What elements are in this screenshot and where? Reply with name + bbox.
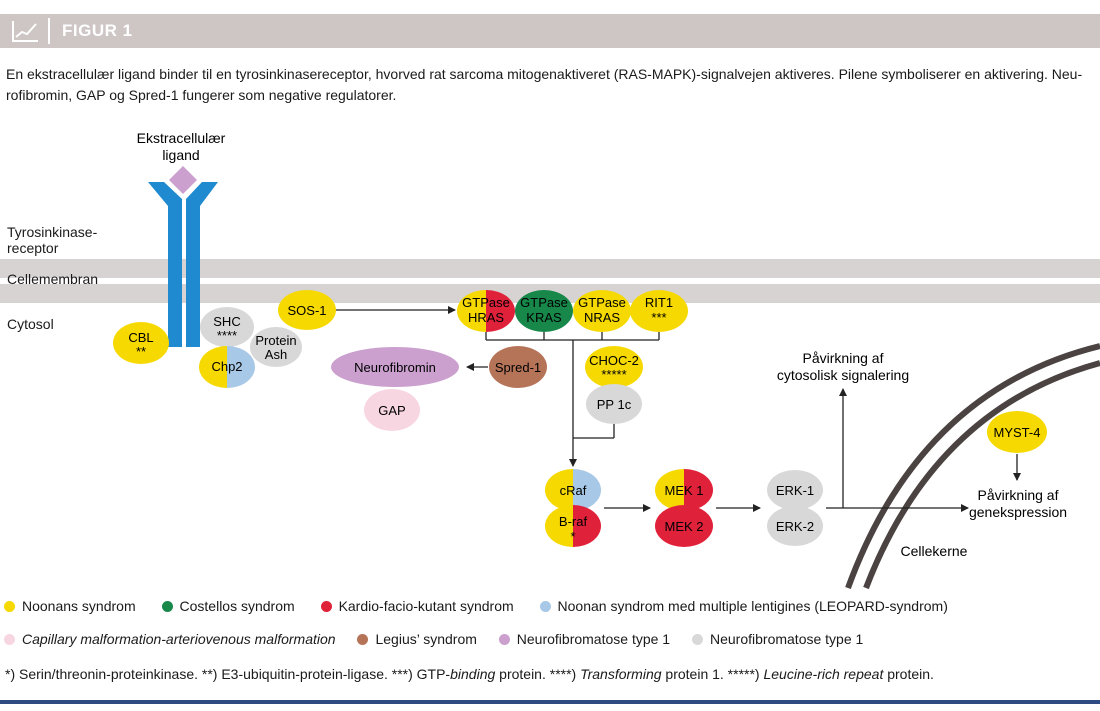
ligand-diamond-icon: [169, 166, 197, 194]
svg-text:Chp2: Chp2: [211, 359, 242, 374]
svg-text:HRAS: HRAS: [468, 310, 504, 325]
header-separator: [48, 18, 50, 44]
svg-text:ERK-2: ERK-2: [776, 519, 814, 534]
legend-item: Noonan syndrom med multiple lentigines (…: [539, 598, 948, 614]
node-hras: GTPase HRAS: [457, 290, 515, 332]
figure-caption: En ekstracellulær ligand binder til en t…: [6, 66, 1083, 103]
svg-text:CBL: CBL: [128, 330, 153, 345]
node-rit1: RIT1 ***: [630, 290, 688, 332]
ligand-label-line2: ligand: [162, 147, 199, 163]
svg-text:NRAS: NRAS: [584, 310, 620, 325]
cell-nucleus: [845, 343, 1100, 590]
nucleus-label: Cellekerne: [901, 543, 968, 559]
svg-text:GTPase: GTPase: [578, 295, 626, 310]
svg-text:GTPase: GTPase: [462, 295, 510, 310]
figure-header: FIGUR 1: [0, 14, 1100, 48]
legend-item: Costellos syndrom: [161, 598, 295, 614]
legend-swatch: [4, 601, 15, 612]
svg-text:*: *: [570, 529, 575, 544]
bottom-bar: [0, 700, 1100, 704]
membrane-band-upper: [0, 259, 1100, 278]
node-gap: GAP: [364, 389, 420, 431]
cytosolic-signaling-line2: cytosolisk signalering: [777, 367, 909, 383]
legend-swatch: [4, 634, 15, 645]
svg-text:MEK 1: MEK 1: [664, 483, 703, 498]
node-kras: GTPase KRAS: [515, 290, 573, 332]
svg-text:Neurofibromin: Neurofibromin: [354, 360, 436, 375]
cytosol-label: Cytosol: [7, 316, 54, 332]
membrane-label: Cellemembran: [7, 271, 99, 287]
node-pp1c: PP 1c: [586, 384, 642, 424]
node-erk2: ERK-2: [767, 506, 823, 546]
svg-text:Protein: Protein: [255, 333, 296, 348]
receptor-shape: [148, 182, 218, 347]
svg-text:GAP: GAP: [378, 403, 405, 418]
svg-text:CHOC-2: CHOC-2: [589, 353, 639, 368]
figure-title: FIGUR 1: [62, 21, 133, 40]
svg-text:Ash: Ash: [265, 347, 287, 362]
node-sos1: SOS-1: [278, 290, 336, 330]
svg-text:MEK 2: MEK 2: [664, 519, 703, 534]
node-mek1: MEK 1: [655, 469, 713, 511]
node-shc: SHC ****: [200, 307, 254, 347]
legend-row-2: Capillary malformation-arteriovenous mal…: [4, 630, 863, 648]
svg-text:cRaf: cRaf: [560, 483, 587, 498]
node-protein-ash: Protein Ash: [250, 327, 302, 367]
legend-item: Noonans syndrom: [4, 598, 136, 614]
svg-text:***: ***: [651, 310, 666, 325]
legend-item: Kardio-facio-kutant syndrom: [320, 598, 514, 614]
svg-text:GTPase: GTPase: [520, 295, 568, 310]
node-myst4: MYST-4: [987, 411, 1047, 453]
svg-text:ERK-1: ERK-1: [776, 483, 814, 498]
svg-text:PP 1c: PP 1c: [597, 397, 632, 412]
gene-expression-line2: genekspression: [969, 504, 1067, 520]
svg-text:KRAS: KRAS: [526, 310, 562, 325]
line-chart-icon: [12, 21, 38, 42]
legend-swatch: [498, 634, 510, 645]
svg-text:RIT1: RIT1: [645, 295, 673, 310]
svg-text:B-raf: B-raf: [559, 514, 588, 529]
legend-item: Neurofibromatose type 1: [498, 631, 670, 647]
svg-text:Spred-1: Spred-1: [495, 360, 541, 375]
pathway-arrows: [336, 306, 1021, 512]
legend-item: Neurofibromatose type 1: [691, 631, 863, 647]
ligand-label-line1: Ekstracellulær: [137, 130, 226, 146]
footnote: *) Serin/threonin-proteinkinase. **) E3-…: [5, 666, 934, 682]
node-craf: cRaf: [545, 469, 601, 511]
svg-text:**: **: [136, 344, 146, 359]
svg-text:*****: *****: [601, 367, 626, 382]
node-chp2: Chp2: [199, 346, 255, 388]
legend-swatch: [161, 601, 173, 612]
svg-text:****: ****: [217, 328, 237, 343]
legend-swatch: [320, 601, 332, 612]
gene-expression-line1: Påvirkning af: [978, 487, 1059, 503]
legend-row-1: Noonans syndrom Costellos syndrom Kardio…: [4, 597, 948, 615]
node-neurofibromin: Neurofibromin: [331, 347, 459, 387]
node-spred1: Spred-1: [489, 346, 547, 388]
node-mek2: MEK 2: [655, 505, 713, 547]
svg-text:SOS-1: SOS-1: [287, 303, 326, 318]
legend-swatch: [357, 634, 369, 645]
legend-item: Legius’ syndrom: [357, 631, 477, 647]
svg-text:MYST-4: MYST-4: [994, 425, 1041, 440]
node-braf: B-raf *: [545, 505, 601, 547]
node-nras: GTPase NRAS: [573, 290, 631, 332]
receptor-label: Tyrosinkinase-receptor: [7, 224, 98, 256]
node-choc2: CHOC-2 *****: [585, 346, 643, 388]
svg-text:SHC: SHC: [213, 314, 240, 329]
node-erk1: ERK-1: [767, 470, 823, 510]
legend-swatch: [539, 601, 551, 612]
legend-swatch: [691, 634, 703, 645]
node-cbl: CBL **: [113, 322, 169, 364]
cytosolic-signaling-line1: Påvirkning af: [803, 350, 884, 366]
legend-item: Capillary malformation-arteriovenous mal…: [4, 631, 336, 647]
